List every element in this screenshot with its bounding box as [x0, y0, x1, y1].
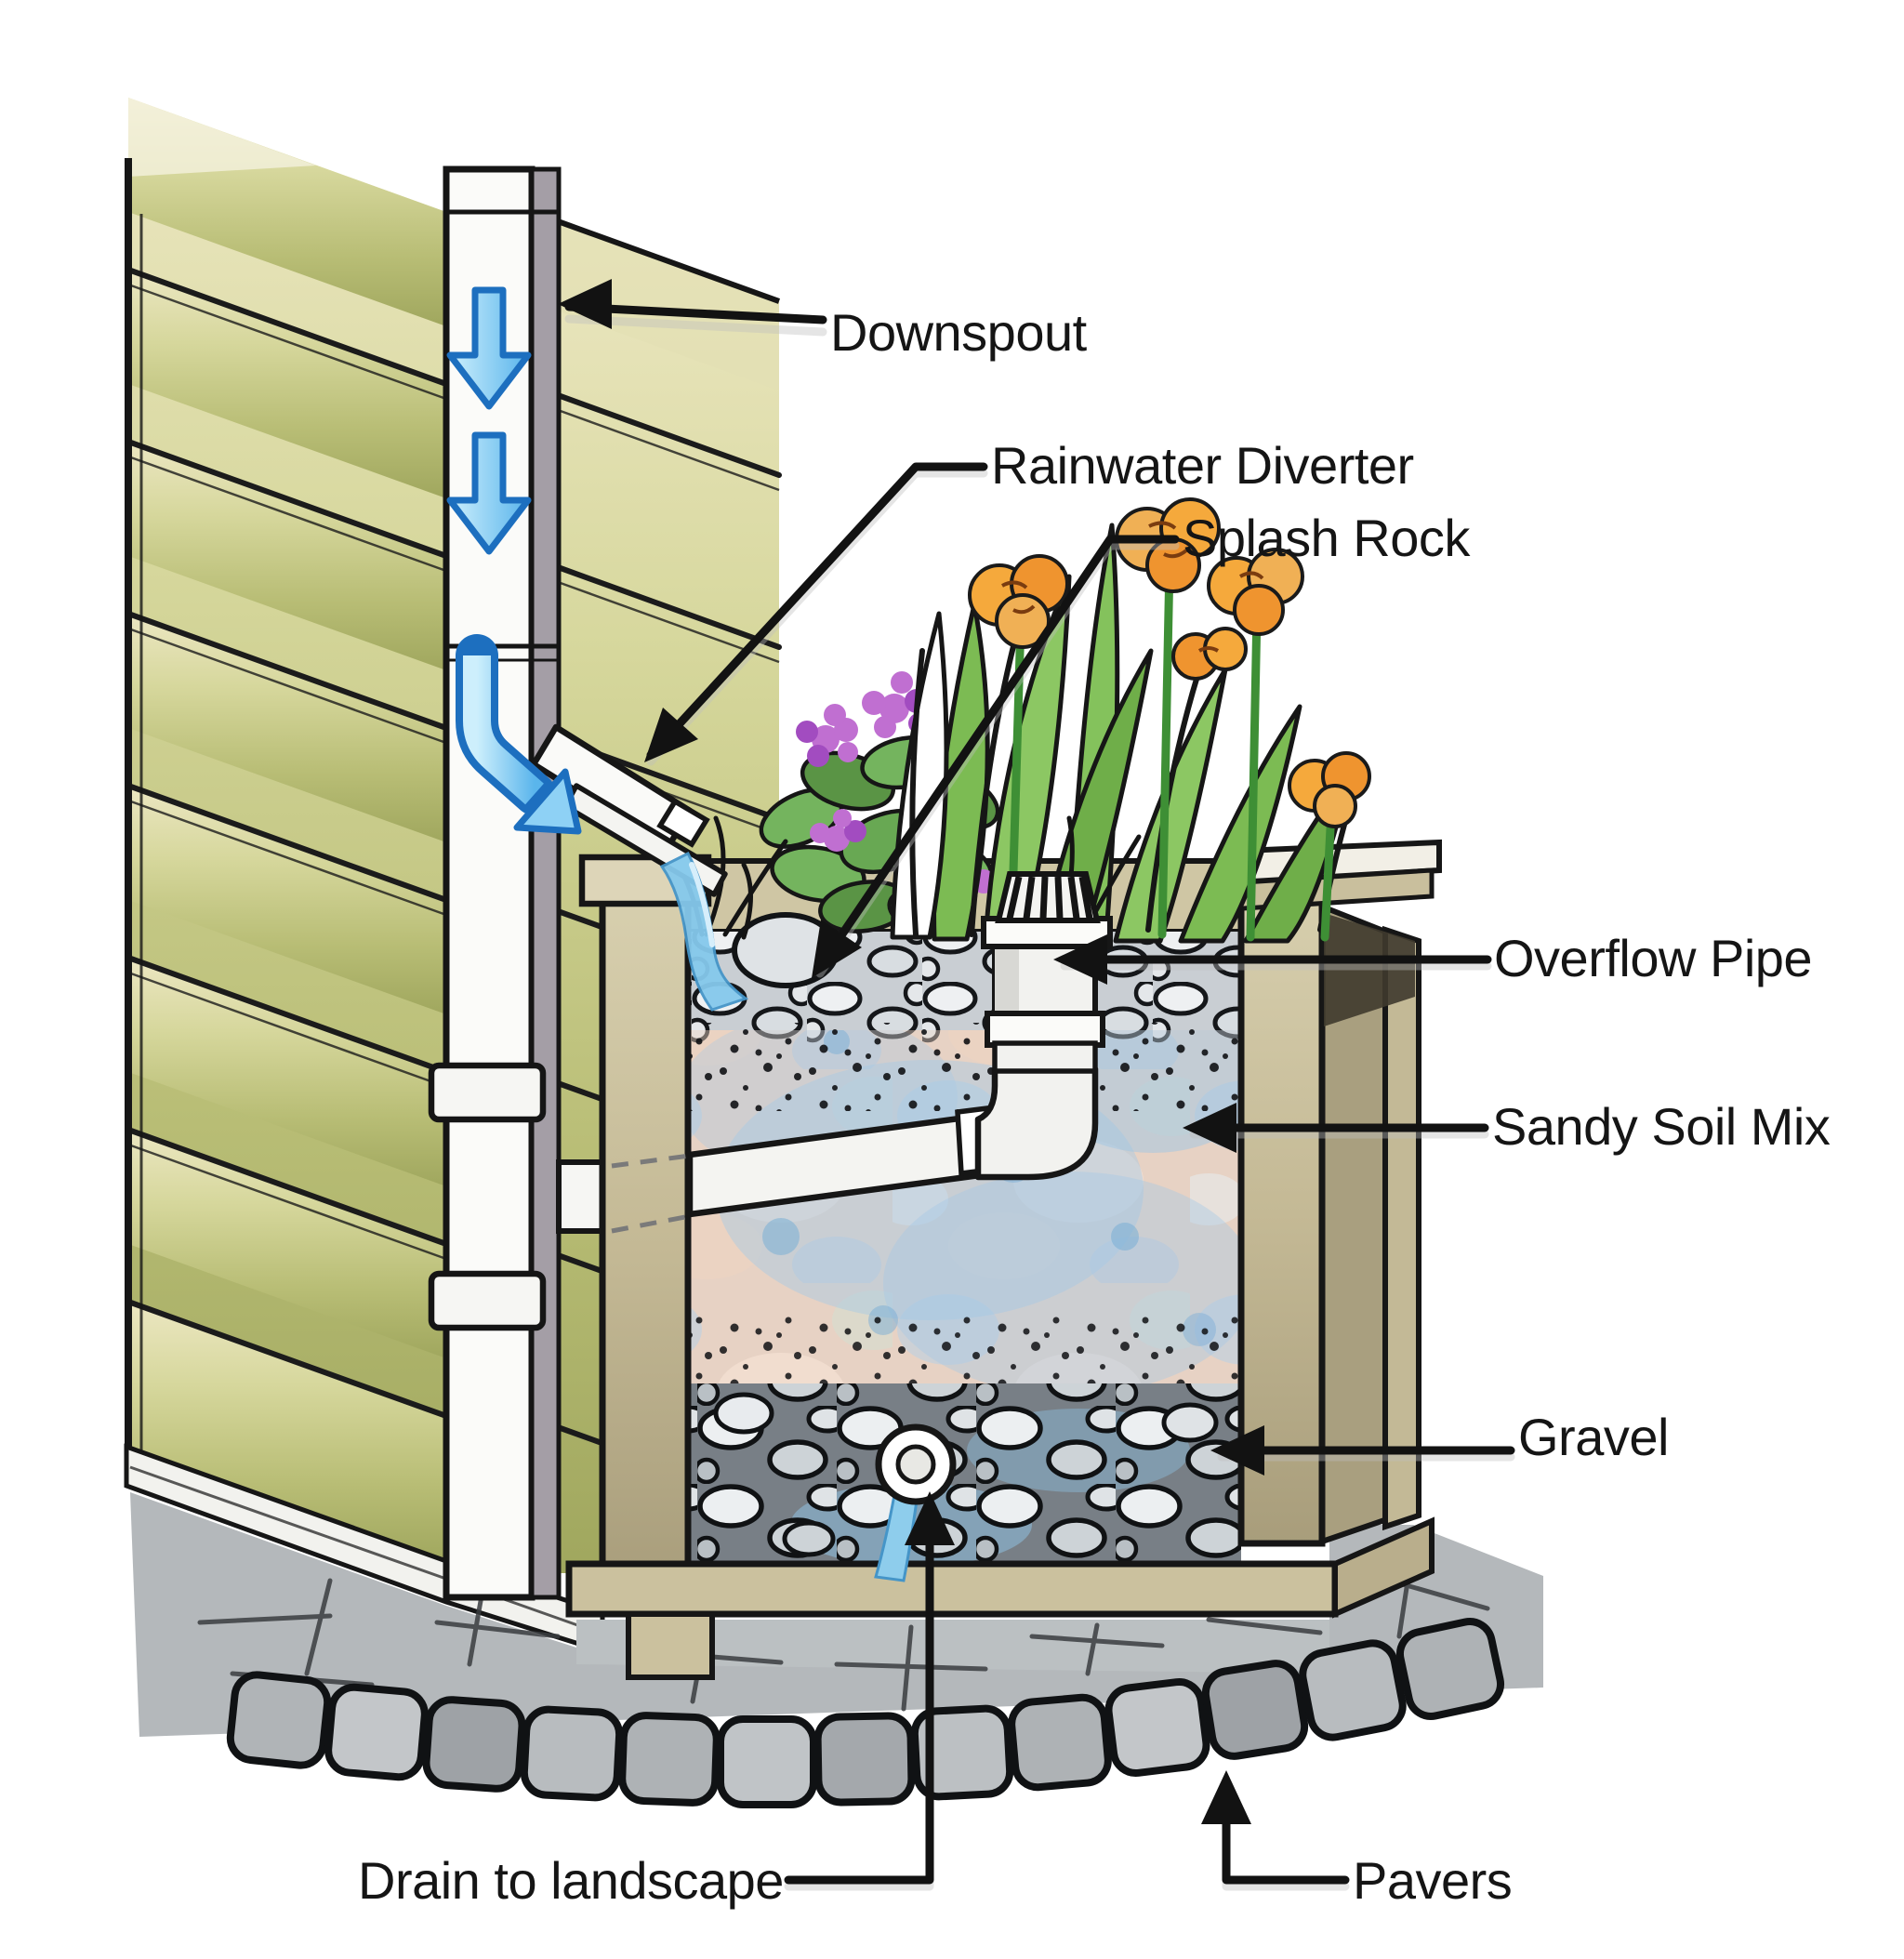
downspout-collar-upper — [428, 1062, 547, 1123]
planter-left-post — [599, 896, 692, 1595]
gravel-label: Gravel — [1518, 1408, 1669, 1466]
drain-water-stream — [874, 1493, 919, 1582]
water-flow-arrow-icon-1 — [446, 286, 532, 410]
callout-pavers: Pavers — [1201, 1770, 1513, 1910]
downspout-collar-lower — [428, 1270, 547, 1331]
water-flow-arrow-icon-2 — [446, 431, 532, 555]
pavers-label: Pavers — [1353, 1851, 1512, 1910]
planter-right-outer-post — [1382, 925, 1421, 1531]
water-flow-bend-arrow-icon — [456, 634, 582, 835]
soil-cross-section — [679, 912, 1264, 1568]
downspout-label: Downspout — [830, 303, 1088, 362]
diverter-end-ring — [656, 798, 710, 848]
overflow-pipe-arrowhead-icon — [1053, 934, 1107, 985]
rainwater-diverter-leader-line — [646, 462, 988, 760]
callout-drain-to-landscape: Drain to landscape — [358, 1491, 955, 1910]
callout-overflow-pipe: Overflow Pipe — [1053, 929, 1813, 987]
paver-edge-blocks — [226, 1618, 1505, 1808]
pavers-arrowhead-icon — [1201, 1770, 1251, 1824]
rainwater-diverter-label: Rainwater Diverter — [991, 436, 1414, 495]
planter-cap-shadow — [1324, 913, 1415, 1026]
overflow-pipe-assembly — [686, 871, 1113, 1218]
sandy-soil-mix-arrowhead-icon — [1183, 1103, 1236, 1153]
house-siding-wall — [124, 98, 782, 1655]
downspout-shadow-strip — [529, 166, 562, 1600]
rainwater-diverter — [456, 634, 728, 897]
gravel-arrowhead-icon — [1210, 1425, 1264, 1476]
soil-speckle-band-upper — [686, 1023, 1241, 1111]
pavers-ground — [130, 1492, 1543, 1808]
gravel-layer — [686, 1383, 1241, 1567]
downspout-pipe — [428, 165, 612, 1601]
callout-sandy-soil-mix: Sandy Soil Mix — [1183, 1097, 1831, 1156]
rainwater-diverter-arrowhead-icon — [644, 708, 698, 762]
overflow-grate — [995, 871, 1101, 923]
downspout-arrowhead-icon — [558, 279, 612, 329]
callout-splash-rock: Splash Rock — [812, 509, 1472, 978]
splash-rock-leader-line — [815, 535, 1180, 972]
overflow-pipe-label: Overflow Pipe — [1494, 929, 1812, 987]
callout-gravel: Gravel — [1210, 1408, 1669, 1476]
callout-downspout: Downspout — [558, 279, 1088, 362]
splash-rock-arrowhead-icon — [812, 920, 862, 978]
pavers-leader-line — [1222, 1777, 1350, 1885]
hidden-pipe-dashes — [611, 1153, 691, 1234]
drain-to-landscape-label: Drain to landscape — [358, 1851, 784, 1910]
sandy-soil-mix-label: Sandy Soil Mix — [1492, 1097, 1831, 1156]
planter-left-leg — [626, 1611, 715, 1680]
splash-rock-label: Splash Rock — [1183, 509, 1471, 567]
drain-to-landscape-arrowhead-icon — [905, 1491, 955, 1545]
callout-rainwater-diverter: Rainwater Diverter — [644, 436, 1414, 766]
planter-bottom-rail — [565, 1560, 1339, 1618]
planter-bottom-rail-right — [1332, 1516, 1435, 1619]
drain-outlet — [874, 1423, 957, 1582]
paver-field — [130, 1492, 1543, 1737]
overflow-elbow — [974, 1066, 1099, 1181]
siding-right-panel — [555, 218, 782, 1573]
drain-to-landscape-leader-line — [784, 1498, 934, 1885]
siding-left-panel — [125, 98, 449, 1563]
